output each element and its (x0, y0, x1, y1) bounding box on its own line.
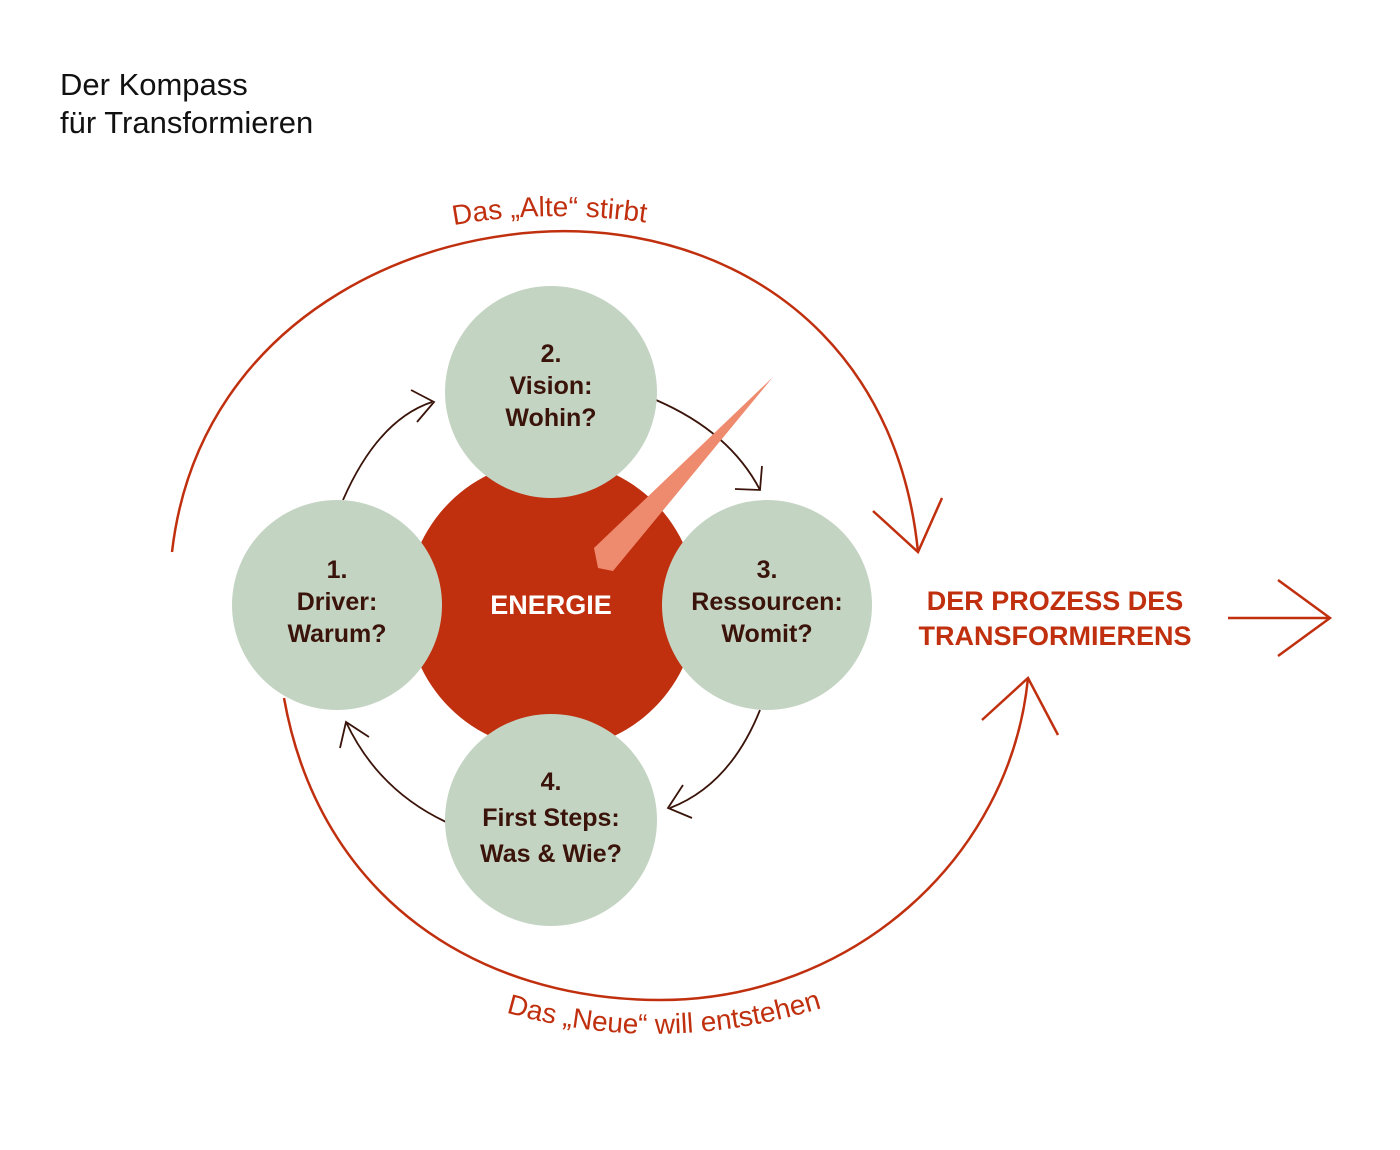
step-1-label: Driver: (297, 588, 378, 616)
process-arrowhead (1277, 578, 1333, 658)
inner-arrow-1-to-2-head (410, 389, 436, 423)
step-4-circle (445, 714, 657, 926)
step-3-question: Womit? (721, 620, 812, 648)
inner-arrow-3-to-4 (669, 709, 761, 809)
process-label-line-2: TRANSFORMIERENS (918, 621, 1191, 651)
step-1-question: Warum? (287, 620, 386, 648)
inner-arrow-2-to-3-head (734, 465, 763, 491)
outer-arc-top (170, 230, 920, 553)
step-3-circle (662, 500, 872, 710)
step-1-driver: 1. Driver: Warum? (232, 500, 442, 710)
step-3-label: Ressourcen: (691, 588, 842, 616)
top-arc-label-text: Das „Alte“ stirbt (450, 191, 650, 231)
inner-arrow-4-to-1-head (339, 720, 370, 749)
step-3-ressourcen: 3. Ressourcen: Womit? (662, 500, 872, 710)
step-2-circle (445, 286, 657, 498)
bottom-arc-label-text: Das „Neue“ will entstehen (504, 984, 823, 1040)
title-line-2: für Transformieren (60, 105, 314, 140)
step-2-number: 2. (541, 340, 562, 368)
bottom-arc-label: Das „Neue“ will entstehen (504, 984, 823, 1040)
outer-arc-bottom-arrowhead (981, 675, 1060, 736)
top-arc-label: Das „Alte“ stirbt (450, 191, 650, 231)
page-title: Der Kompass für Transformieren (60, 66, 313, 142)
compass-needle (594, 377, 773, 571)
title-line-1: Der Kompass (60, 67, 248, 102)
step-4-label: First Steps: (482, 804, 620, 832)
process-label-line-1: DER PROZESS DES (927, 586, 1184, 616)
step-3-number: 3. (757, 556, 778, 584)
step-2-vision: 2. Vision: Wohin? (445, 286, 657, 498)
step-2-label: Vision: (510, 372, 593, 400)
step-1-number: 1. (327, 556, 348, 584)
step-4-question: Was & Wie? (480, 840, 622, 868)
step-4-number: 4. (541, 768, 562, 796)
step-2-question: Wohin? (505, 404, 596, 432)
inner-arrow-4-to-1 (345, 721, 447, 823)
step-1-circle (232, 500, 442, 710)
step-4-first-steps: 4. First Steps: Was & Wie? (445, 714, 657, 926)
inner-arrow-3-to-4-head (666, 784, 693, 819)
outer-arc-top-arrowhead (872, 497, 944, 555)
energy-label: ENERGIE (490, 590, 612, 620)
inner-arrow-1-to-2 (342, 401, 433, 501)
outer-arc-bottom (282, 677, 1030, 1002)
